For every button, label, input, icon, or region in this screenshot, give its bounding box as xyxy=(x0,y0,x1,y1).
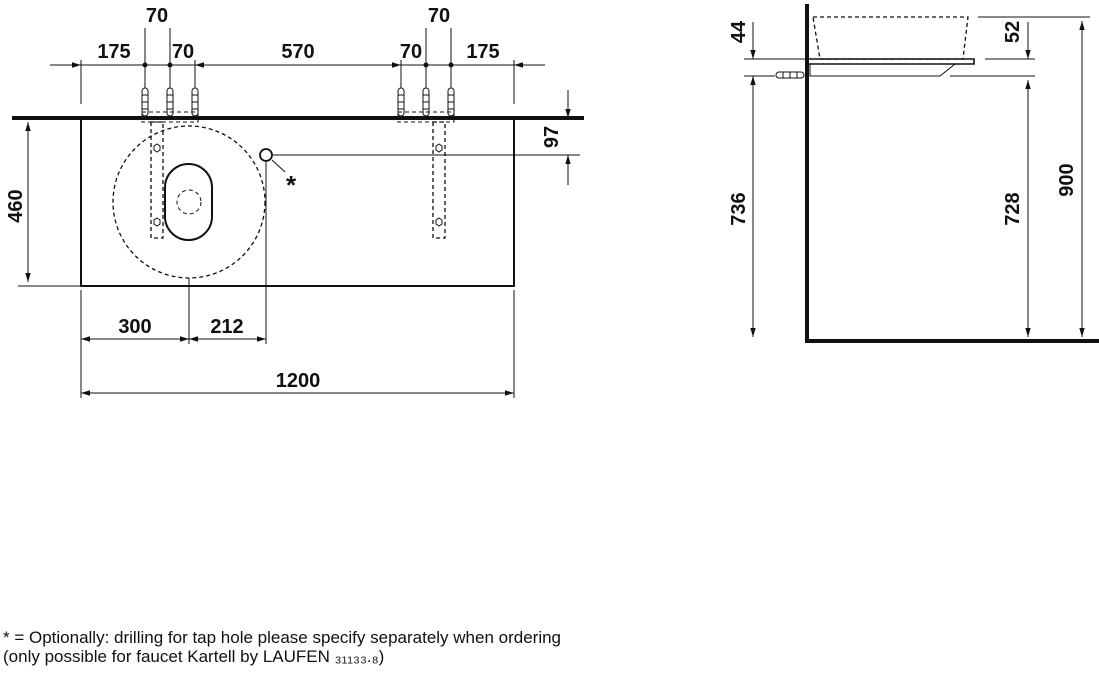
dim-736: 736 xyxy=(728,192,750,225)
dim-212: 212 xyxy=(210,316,243,338)
dim-97: 97 xyxy=(541,126,563,148)
dim-570: 570 xyxy=(281,41,314,63)
depth-dimension xyxy=(18,122,81,287)
bracket-screws xyxy=(153,143,443,227)
tap-leader xyxy=(271,159,286,173)
footnote-line-1: * = Optionally: drilling for tap hole pl… xyxy=(3,628,562,647)
drain-oval xyxy=(164,163,213,241)
tap-offset-dimension xyxy=(272,90,580,185)
side-view: 44 52 736 728 900 xyxy=(728,4,1099,343)
top-dimension-lines xyxy=(50,62,545,68)
top-extension-lines xyxy=(80,28,515,104)
dim-728: 728 xyxy=(1002,192,1024,225)
dim-44: 44 xyxy=(728,20,750,43)
left-bracket xyxy=(150,121,164,239)
dim-1200: 1200 xyxy=(276,370,321,392)
bowl-circle xyxy=(112,125,266,279)
dim-right-70-top: 70 xyxy=(428,5,450,27)
side-counter xyxy=(807,58,975,65)
dim-70-right: 70 xyxy=(400,41,422,63)
left-connection-box xyxy=(141,111,199,123)
dim-70-left: 70 xyxy=(172,41,194,63)
bottom-dimensions xyxy=(80,162,515,398)
tap-asterisk: * xyxy=(286,170,297,200)
optional-tap-hole xyxy=(259,148,273,162)
side-basin xyxy=(812,16,969,60)
right-connection-box xyxy=(397,111,455,123)
wall-bolts xyxy=(141,87,455,117)
dim-460: 460 xyxy=(5,189,27,222)
footnote: * = Optionally: drilling for tap hole pl… xyxy=(3,628,561,666)
dim-left-70-top: 70 xyxy=(146,5,168,27)
side-bolt xyxy=(775,71,805,79)
top-view: 70 70 175 70 570 70 175 460 * 97 xyxy=(5,5,584,398)
footnote-line-2: (only possible for faucet Kartell by LAU… xyxy=(3,647,385,666)
side-counter-underside xyxy=(809,63,957,77)
dim-52: 52 xyxy=(1002,21,1024,43)
side-extension-lines xyxy=(744,16,1090,77)
dim-900: 900 xyxy=(1056,163,1078,196)
right-bracket xyxy=(432,121,446,239)
washbasin-outline xyxy=(80,118,515,287)
dim-175-right: 175 xyxy=(466,41,499,63)
dim-175-left: 175 xyxy=(97,41,130,63)
drain-circle xyxy=(176,189,202,215)
dim-300: 300 xyxy=(118,316,151,338)
